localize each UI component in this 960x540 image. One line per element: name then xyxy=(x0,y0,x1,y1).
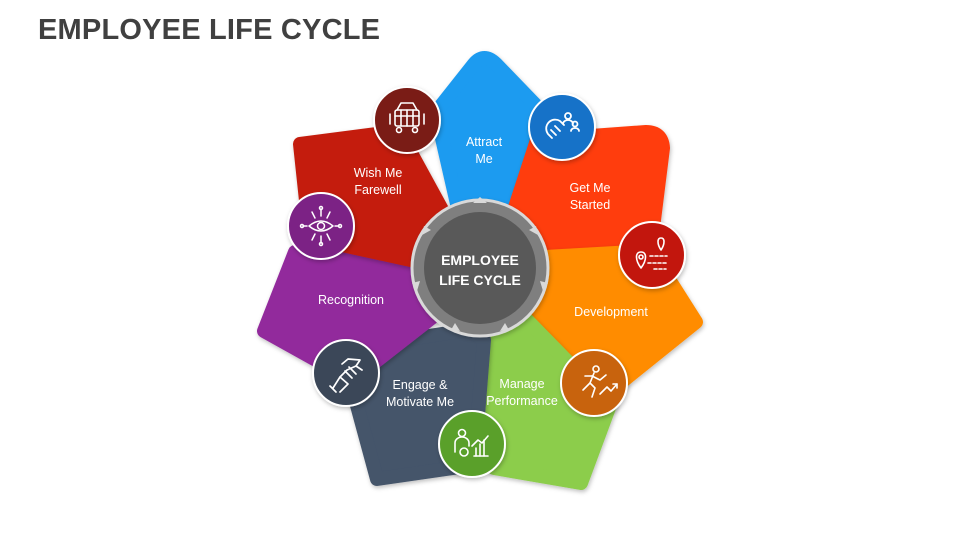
hub-title-line1: EMPLOYEE xyxy=(441,252,519,268)
stage-label-farewell-line1: Wish Me xyxy=(354,166,403,180)
runner-growth-icon xyxy=(560,349,628,417)
presenter-chart-icon xyxy=(438,410,506,478)
eye-network-icon xyxy=(287,192,355,260)
stage-label-attract-line1: Attract xyxy=(466,135,503,149)
stage-label-farewell-line2: Farewell xyxy=(354,183,401,197)
stage-label-engage-line2: Motivate Me xyxy=(386,395,454,409)
page-title: EMPLOYEE LIFE CYCLE xyxy=(38,14,381,46)
hub-title-line2: LIFE CYCLE xyxy=(439,272,521,288)
stage-label-development: Development xyxy=(574,305,648,319)
stage-label-get-started-line1: Get Me xyxy=(570,181,611,195)
stage-label-attract-line2: Me xyxy=(475,152,492,166)
magnet-people-icon xyxy=(528,93,596,161)
hub: EMPLOYEE LIFE CYCLE xyxy=(410,197,550,338)
stage-label-engage-line1: Engage & xyxy=(393,378,449,392)
stage-label-recognition: Recognition xyxy=(318,293,384,307)
stage-label-manage-line2: Performance xyxy=(486,394,558,408)
handshake-icon xyxy=(312,339,380,407)
location-path-icon xyxy=(618,221,686,289)
stage-label-get-started-line2: Started xyxy=(570,198,610,212)
trolley-icon xyxy=(373,86,441,154)
stage-label-manage-line1: Manage xyxy=(499,377,544,391)
